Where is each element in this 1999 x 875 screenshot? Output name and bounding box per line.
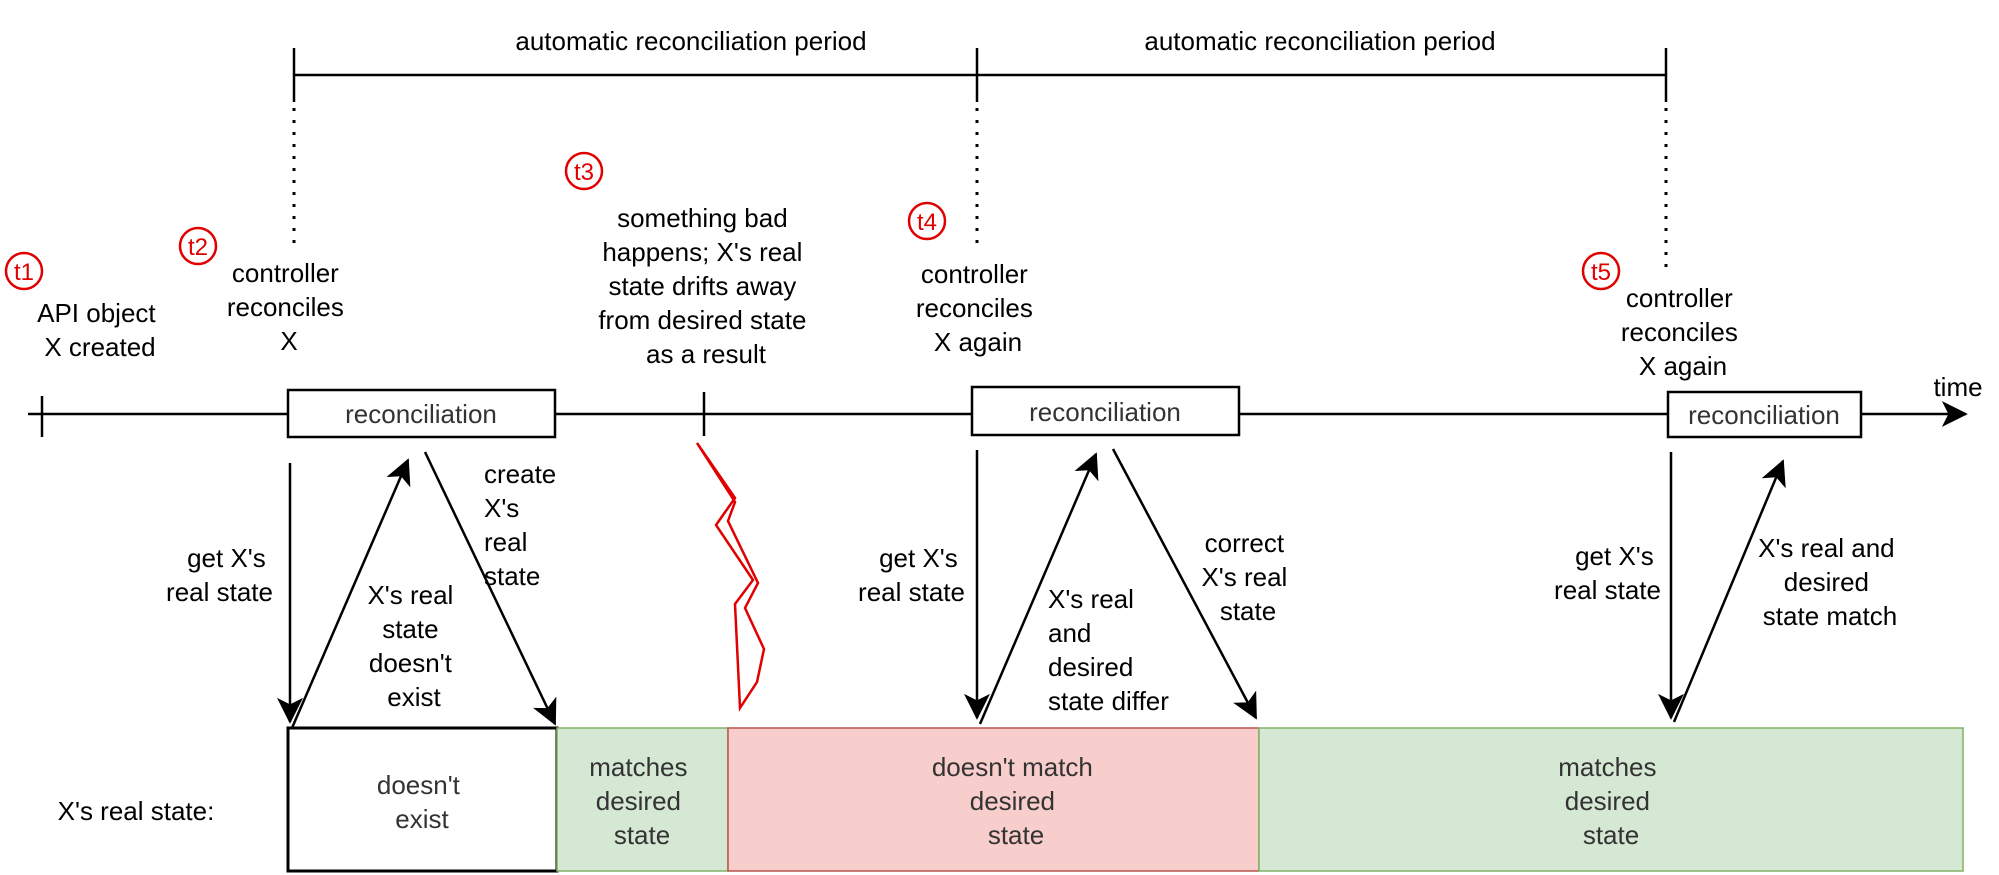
arrow-label-return: X's real state doesn't exist: [367, 580, 460, 712]
arrow-label-action: correct X's real state: [1201, 528, 1294, 626]
return-state-arrow: [290, 458, 411, 729]
reconciliation-box-2: reconciliation: [970, 385, 1241, 437]
return-state-arrow: [978, 452, 1099, 725]
arrow-label-return: X's real and desired state differ: [1048, 584, 1169, 716]
reconciliation-2-arrows: get X's real state X's real and desired …: [858, 448, 1294, 725]
time-marker-t3: t3 something bad happens; X's real state…: [564, 151, 813, 369]
arrow-label-return: X's real and desired state match: [1758, 533, 1902, 631]
state-segment-label: doesn't exist: [377, 770, 467, 834]
action-arrow: [1111, 448, 1258, 720]
reconciliation-label: reconciliation: [1029, 397, 1181, 427]
time-axis-label: time: [1933, 372, 1982, 402]
arrow-label-get: get X's real state: [166, 543, 273, 607]
time-marker-t1: t1 API object X created: [4, 251, 163, 362]
state-segment-label: doesn't match desired state: [932, 752, 1100, 850]
state-segment-label: matches desired state: [1558, 752, 1664, 850]
reconciliation-box-3: reconciliation: [1666, 390, 1863, 439]
period-label: automatic reconciliation period: [515, 26, 866, 56]
time-marker-t2: t2 controller reconciles X: [178, 226, 351, 356]
reconciliation-1-arrows: get X's real state X's real state doesn'…: [166, 451, 564, 729]
marker-caption: controller reconciles X: [227, 258, 351, 356]
reconciliation-label: reconciliation: [345, 399, 497, 429]
marker-id: t1: [14, 259, 34, 286]
time-marker-t4: t4 controller reconciles X again: [907, 201, 1040, 357]
marker-caption: something bad happens; X's real state dr…: [598, 203, 813, 369]
return-state-arrow: [1672, 459, 1786, 723]
state-segment-label: matches desired state: [589, 752, 695, 850]
marker-id: t5: [1591, 259, 1611, 286]
arrow-label-get: get X's real state: [1554, 541, 1661, 605]
marker-caption: controller reconciles X again: [916, 259, 1040, 357]
arrow-label-action: create X's real state: [484, 459, 564, 591]
reconciliation-3-arrows: get X's real state X's real and desired …: [1554, 452, 1902, 723]
reconciliation-period-1: automatic reconciliation period: [292, 26, 977, 250]
marker-id: t3: [574, 159, 594, 186]
time-marker-t5: t5 controller reconciles X again: [1581, 251, 1745, 381]
state-segment-doesnt-exist: doesn't exist: [286, 726, 559, 873]
reconciliation-box-1: reconciliation: [286, 388, 557, 439]
action-arrow: [423, 451, 557, 726]
period-label: automatic reconciliation period: [1144, 26, 1495, 56]
marker-caption: controller reconciles X again: [1621, 283, 1745, 381]
marker-caption: API object X created: [37, 298, 163, 362]
state-segment-doesnt-match: doesn't match desired state: [727, 727, 1260, 872]
marker-id: t4: [917, 209, 937, 236]
arrow-label-get: get X's real state: [858, 543, 965, 607]
lightning-bolt-icon: [695, 442, 766, 712]
reconciliation-period-2: automatic reconciliation period: [975, 26, 1668, 272]
state-segment-matches-1: matches desired state: [556, 727, 729, 872]
reconciliation-label: reconciliation: [1688, 400, 1840, 430]
state-row-label: X's real state:: [58, 796, 215, 826]
marker-id: t2: [188, 234, 208, 261]
state-segment-matches-2: matches desired state: [1258, 727, 1964, 872]
